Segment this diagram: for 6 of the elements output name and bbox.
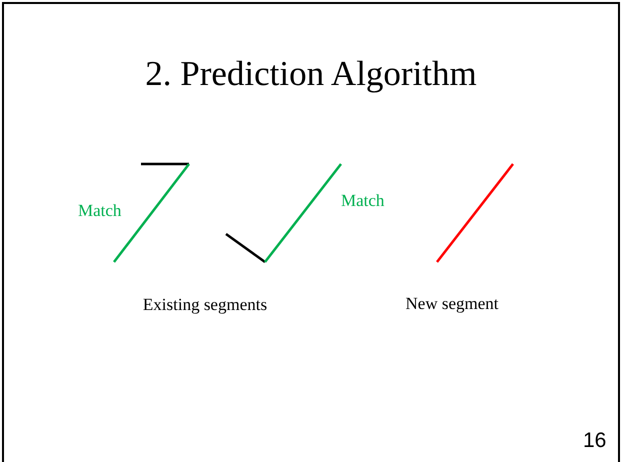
match-label: Match: [341, 191, 384, 211]
slide-title: 2. Prediction Algorithm: [144, 54, 478, 94]
caption: New segment: [406, 294, 498, 314]
page-number: 16: [583, 429, 606, 453]
caption: Existing segments: [142, 295, 268, 315]
match-label: Match: [78, 201, 122, 221]
